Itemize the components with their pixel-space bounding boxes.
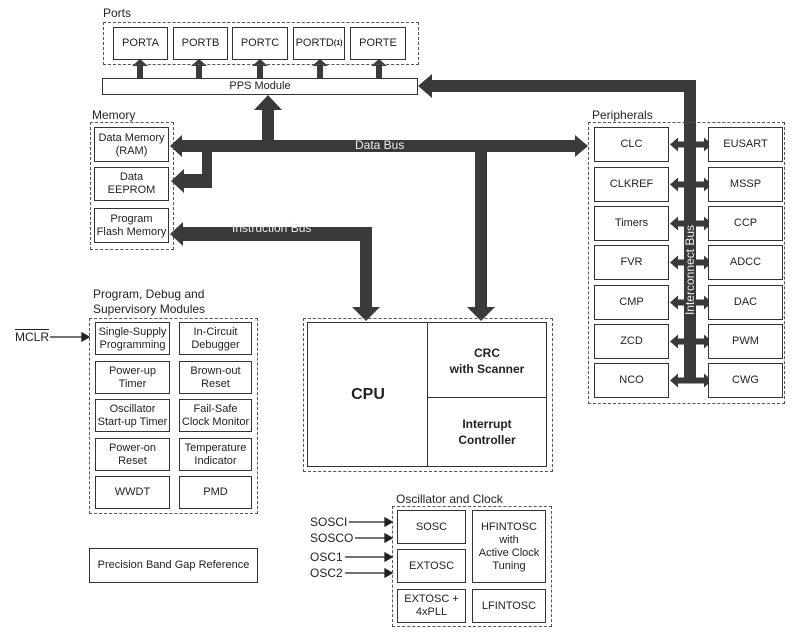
peripheral-bus-arrow — [670, 177, 712, 192]
pin-arrows — [50, 331, 394, 579]
sosci-pin: SOSCI — [310, 515, 348, 529]
mclr-pin: MCLR — [15, 330, 50, 344]
cpu-box: CPU — [307, 322, 429, 467]
peripheral-box: CWG — [708, 363, 783, 398]
memory-group — [90, 122, 174, 250]
memory-title: Memory — [92, 108, 136, 122]
osc2-pin: OSC2 — [310, 566, 343, 580]
peripheral-box: CLC — [594, 127, 669, 162]
peripheral-box: CLKREF — [594, 167, 669, 202]
portc-box: PORTC — [232, 27, 288, 60]
instruction-bus-label: Instruction Bus — [232, 221, 312, 235]
supervisory-box: Power-up Timer — [95, 361, 170, 394]
sosco-pin: SOSCO — [310, 531, 354, 545]
oscillator-title: Oscillator and Clock — [396, 492, 503, 506]
peripheral-box: Timers — [594, 206, 669, 241]
peripheral-box: MSSP — [708, 167, 783, 202]
peripheral-box: EUSART — [708, 127, 783, 162]
supervisory-box: Oscillator Start-up Timer — [95, 399, 170, 432]
supervisory-box: Single-Supply Programming — [95, 322, 170, 355]
peripheral-bus-arrows — [670, 137, 712, 388]
portb-box: PORTB — [173, 27, 228, 60]
peripheral-bus-arrow — [670, 334, 712, 349]
extosc-pll-box: EXTOSC + 4xPLL — [397, 589, 466, 623]
ports-group — [103, 22, 419, 65]
peripheral-box: ZCD — [594, 324, 669, 359]
band-gap-reference: Precision Band Gap Reference — [89, 548, 258, 583]
data-bus-label: Data Bus — [355, 138, 405, 152]
data-memory-ram: Data Memory (RAM) — [94, 127, 169, 162]
instruction-bus — [170, 222, 380, 321]
peripherals-group — [588, 122, 785, 404]
extosc-box: EXTOSC — [397, 549, 466, 583]
interrupt-controller-box: Interrupt Controller — [427, 397, 547, 467]
portd-box: PORTD(1) — [293, 27, 345, 60]
hfintosc-box: HFINTOSC with Active Clock Tuning — [472, 510, 546, 583]
supervisory-box: WWDT — [95, 476, 170, 509]
porte-box: PORTE — [350, 27, 406, 60]
sosc-box: SOSC — [397, 510, 466, 544]
peripheral-box: CCP — [708, 206, 783, 241]
supervisory-box: Fail-Safe Clock Monitor — [179, 399, 252, 432]
data-bus-to-crc — [467, 150, 495, 321]
data-bus-to-pps — [254, 95, 282, 141]
peripheral-box: ADCC — [708, 245, 783, 280]
peripheral-bus-arrow — [670, 137, 712, 152]
supervisory-title: Program, Debug and Supervisory Modules — [93, 287, 206, 316]
supervisory-box: Temperature Indicator — [179, 438, 252, 471]
supervisory-group — [89, 318, 258, 514]
osc1-pin: OSC1 — [310, 550, 343, 564]
ports-title: Ports — [103, 6, 132, 20]
peripheral-box: FVR — [594, 245, 669, 280]
peripherals-title: Peripherals — [592, 108, 653, 122]
lfintosc-box: LFINTOSC — [472, 589, 546, 623]
peripheral-bus-arrow — [670, 373, 712, 388]
peripheral-box: CMP — [594, 285, 669, 320]
pps-module: PPS Module — [102, 78, 418, 95]
supervisory-box: In-Circuit Debugger — [179, 322, 252, 355]
peripheral-box: NCO — [594, 363, 669, 398]
data-bus-to-eeprom — [171, 150, 212, 193]
crc-scanner-box: CRC with Scanner — [427, 322, 547, 399]
supervisory-box: Brown-out Reset — [179, 361, 252, 394]
core-group — [303, 318, 553, 472]
supervisory-box: PMD — [179, 476, 252, 509]
portd-label: PORTD — [295, 37, 334, 49]
porta-box: PORTA — [113, 27, 168, 60]
pps-to-ports-arrows — [132, 59, 387, 78]
peripheral-bus-arrow — [670, 216, 712, 231]
supervisory-box: Power-on Reset — [95, 438, 170, 471]
data-eeprom: Data EEPROM — [94, 167, 169, 201]
oscillator-group — [392, 506, 552, 627]
peripheral-box: PWM — [708, 324, 783, 359]
portd-note: (1) — [333, 40, 343, 47]
program-flash-memory: Program Flash Memory — [94, 208, 169, 243]
peripheral-bus-arrow — [670, 295, 712, 310]
peripheral-bus-arrow — [670, 255, 712, 270]
peripheral-box: DAC — [708, 285, 783, 320]
